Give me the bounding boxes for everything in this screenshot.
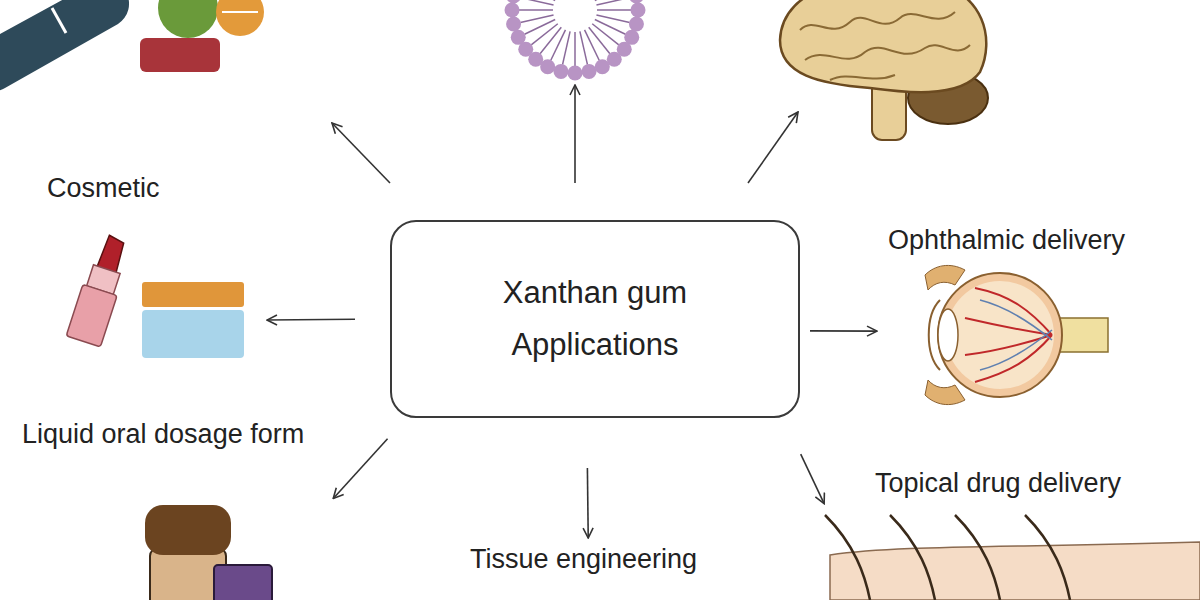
application-label: Ophthalmic delivery — [885, 222, 1197, 407]
center-title: Xanthan gum Applications — [480, 267, 710, 371]
arrow-connector — [810, 330, 877, 332]
arrow — [332, 123, 390, 183]
arrow-connector — [333, 439, 387, 499]
skin-icon — [825, 515, 1200, 600]
brain-icon — [780, 0, 988, 140]
application-label: Liquid oral dosage form — [18, 418, 383, 600]
pills-icon — [0, 0, 264, 91]
arrow — [748, 112, 798, 183]
central-box: Xanthan gum Applications — [390, 220, 800, 418]
arrow-connector — [267, 318, 355, 320]
arrow-connector — [801, 454, 824, 504]
arrow — [574, 85, 576, 183]
application-name: Liquid oral dosage form — [22, 419, 304, 450]
application-name: Tissue engineering — [470, 544, 697, 575]
application-name: Cosmetic — [47, 173, 160, 204]
application-label: Topical drug delivery — [825, 465, 1197, 600]
cosmetic-icon — [66, 232, 244, 358]
application-label: Tissue engineering — [465, 540, 755, 590]
micelle-icon — [505, 0, 646, 81]
bottle-icon — [145, 505, 272, 600]
application-name: Ophthalmic delivery — [888, 225, 1125, 256]
application-label: Cosmetic — [40, 170, 255, 365]
application-name: Topical drug delivery — [875, 468, 1121, 499]
eye-icon — [925, 265, 1108, 404]
arrow-connector — [587, 468, 589, 538]
